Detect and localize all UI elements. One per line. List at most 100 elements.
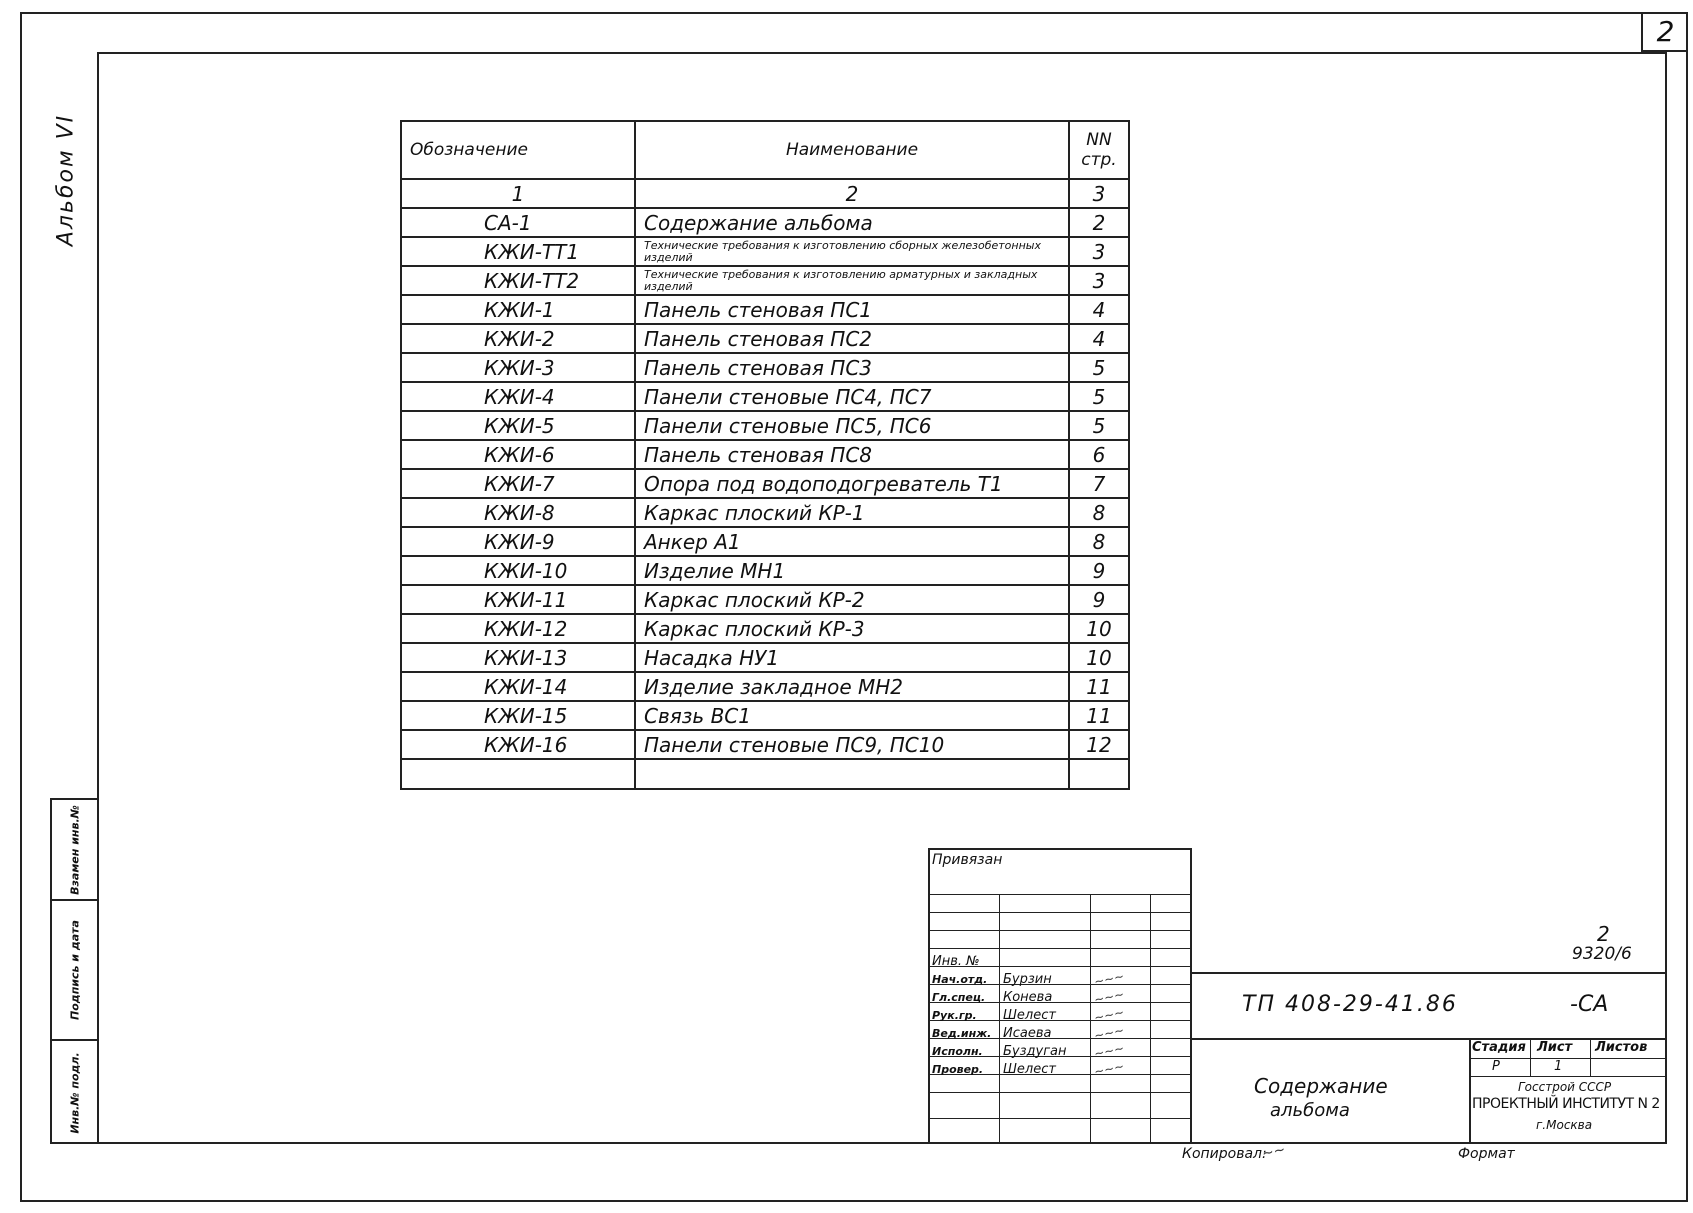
- row-page: 5: [1068, 352, 1130, 383]
- row-name: Содержание альбома: [634, 207, 1070, 238]
- album-label-text: Альбом VI: [53, 113, 79, 247]
- sheet-ref-bottom: 9320/6: [1572, 944, 1632, 964]
- row-code: КЖИ-8: [400, 497, 636, 528]
- row-code: КЖИ-13: [400, 642, 636, 673]
- row-name: Опора под водоподогреватель Т1: [634, 468, 1070, 499]
- row-name: Анкер А1: [634, 526, 1070, 557]
- column-number: 3: [1068, 178, 1130, 209]
- stamp-signature-date: Подпись и дата: [52, 901, 97, 1041]
- signature-mark: ~~~: [1092, 1023, 1126, 1043]
- row-code: КЖИ-5: [400, 410, 636, 441]
- sheet-value: 1: [1554, 1059, 1563, 1074]
- row-code: КЖИ-12: [400, 613, 636, 644]
- row-page: 6: [1068, 439, 1130, 470]
- document-suffix: -СА: [1570, 992, 1609, 1017]
- stage-label: Стадия: [1472, 1040, 1526, 1055]
- table-header-row: Обозначение Наименование NN стр.: [400, 120, 1130, 180]
- row-name: Панель стеновая ПС1: [634, 294, 1070, 325]
- sheet-label: Лист: [1537, 1040, 1573, 1055]
- signature-mark: ~~~: [1092, 1059, 1126, 1079]
- signature-mark: ~~~: [1092, 1041, 1126, 1061]
- header-pages: NN стр.: [1068, 120, 1130, 180]
- staff-role: Провер.: [932, 1063, 984, 1076]
- title-block-signatures: Привязан Инв. № Нач.отд. Бурзин Гл.спец.…: [928, 848, 1192, 1144]
- staff-role: Рук.гр.: [932, 1009, 977, 1022]
- row-name: Каркас плоский КР-2: [634, 584, 1070, 615]
- blank-cell: [634, 758, 1070, 790]
- sheet-ref-top: 2: [1597, 922, 1610, 946]
- blank-cell: [1068, 758, 1130, 790]
- signature-mark: ~~~: [1092, 969, 1126, 989]
- staff-role: Нач.отд.: [932, 973, 988, 986]
- staff-name: Шелест: [1003, 1062, 1056, 1077]
- signature-mark: ~~~: [1092, 1005, 1126, 1025]
- row-name: Изделие закладное МН2: [634, 671, 1070, 702]
- row-page: 12: [1068, 729, 1130, 760]
- sheet-inner-frame: [97, 52, 1667, 1144]
- row-page: 5: [1068, 410, 1130, 441]
- stamp-original-inv: Инв.№ подл.: [68, 1051, 81, 1134]
- org-line2: ПРОЕКТНЫЙ ИНСТИТУТ N 2: [1472, 1096, 1660, 1112]
- row-page: 9: [1068, 584, 1130, 615]
- row-code: КЖИ-3: [400, 352, 636, 383]
- row-code: КЖИ-15: [400, 700, 636, 731]
- row-name: Каркас плоский КР-3: [634, 613, 1070, 644]
- inv-no-label: Инв. №: [932, 954, 980, 969]
- row-page: 11: [1068, 671, 1130, 702]
- org-line1: Госстрой СССР: [1518, 1080, 1612, 1094]
- column-numbers-row: 1 2 3: [400, 178, 1130, 209]
- stage-value: Р: [1492, 1059, 1500, 1074]
- format-label: Формат: [1458, 1146, 1515, 1162]
- album-label: Альбом VI: [46, 100, 86, 260]
- title-block-main: ТП 408-29-41.86 -СА Содержание альбома С…: [1190, 972, 1667, 1144]
- header-designation: Обозначение: [400, 120, 636, 180]
- signature-mark: ~~~: [1092, 987, 1126, 1007]
- row-code: КЖИ-1: [400, 294, 636, 325]
- row-name: Панель стеновая ПС3: [634, 352, 1070, 383]
- row-code: КЖИ-11: [400, 584, 636, 615]
- row-page: 10: [1068, 613, 1130, 644]
- stamp-replace-inv: Взамен инв.№: [52, 800, 97, 901]
- staff-name: Исаева: [1003, 1026, 1052, 1041]
- row-page: 8: [1068, 497, 1130, 528]
- document-code: ТП 408-29-41.86: [1242, 992, 1458, 1017]
- row-name: Насадка НУ1: [634, 642, 1070, 673]
- staff-name: Конева: [1003, 990, 1053, 1005]
- row-code: КЖИ-7: [400, 468, 636, 499]
- column-number: 1: [400, 178, 636, 209]
- row-code: КЖИ-16: [400, 729, 636, 760]
- row-name: Каркас плоский КР-1: [634, 497, 1070, 528]
- row-page: 8: [1068, 526, 1130, 557]
- page-number: 2: [1641, 12, 1688, 52]
- row-name: Изделие МН1: [634, 555, 1070, 586]
- row-name: Панель стеновая ПС2: [634, 323, 1070, 354]
- row-page: 2: [1068, 207, 1130, 238]
- row-name: Технические требования к изготовлению сб…: [634, 236, 1070, 267]
- sheet-outer-frame: [20, 12, 1688, 1202]
- row-name: Панели стеновые ПС9, ПС10: [634, 729, 1070, 760]
- staff-role: Исполн.: [932, 1045, 983, 1058]
- row-page: 4: [1068, 294, 1130, 325]
- column-number: 2: [634, 178, 1070, 209]
- row-page: 4: [1068, 323, 1130, 354]
- row-page: 7: [1068, 468, 1130, 499]
- staff-name: Бузду­ган: [1003, 1044, 1067, 1059]
- left-stamps: Взамен инв.№ Подпись и дата Инв.№ подл.: [50, 798, 97, 1144]
- row-code: КЖИ-10: [400, 555, 636, 586]
- row-code: КЖИ-4: [400, 381, 636, 412]
- row-code: КЖИ-ТТ1: [400, 236, 636, 267]
- row-page: 3: [1068, 265, 1130, 296]
